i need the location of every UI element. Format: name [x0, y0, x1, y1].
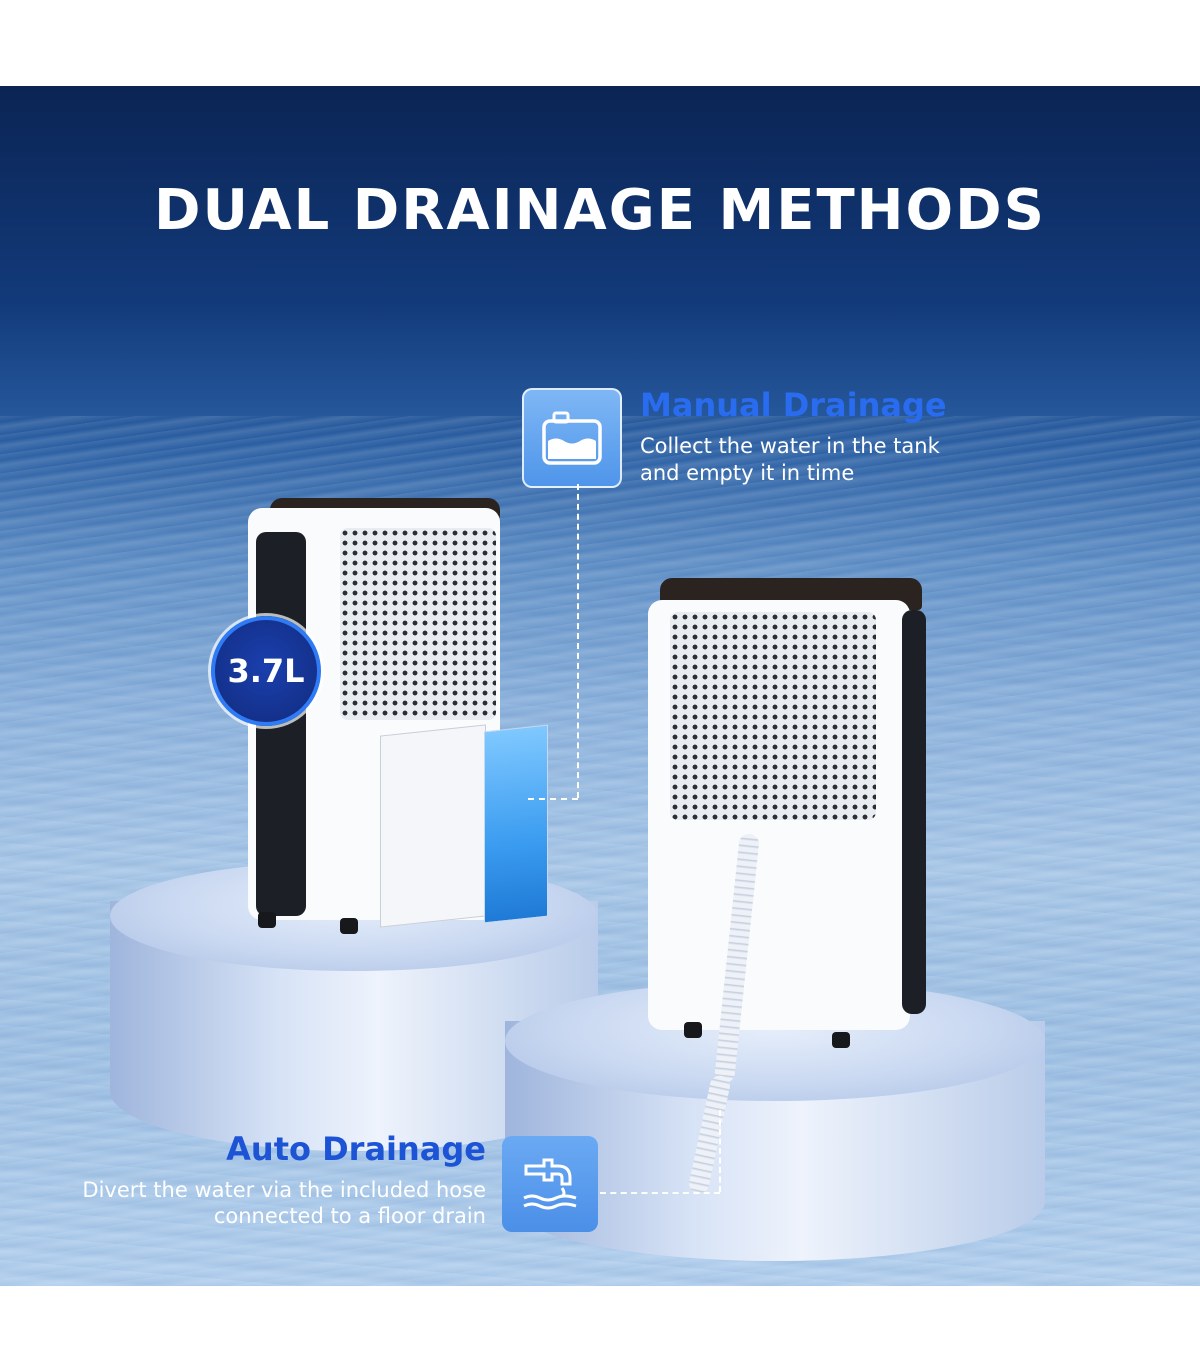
auto-drainage-line1: Divert the water via the included hose [82, 1178, 486, 1202]
auto-drainage-title: Auto Drainage [226, 1130, 486, 1168]
water-tank [484, 724, 548, 924]
dehumidifier-left [248, 498, 548, 934]
wheel [684, 1022, 702, 1038]
wheel [340, 918, 358, 934]
auto-connector [600, 1192, 720, 1194]
auto-connector [719, 1110, 721, 1192]
capacity-badge: 3.7L [211, 616, 321, 726]
dehumidifier-right [648, 578, 926, 1058]
manual-connector [528, 798, 578, 800]
product-banner: DUAL DRAINAGE METHODS 3.7L [0, 86, 1200, 1286]
wheel [832, 1032, 850, 1048]
auto-drainage-icon-box [502, 1136, 598, 1232]
tank-door [380, 724, 486, 928]
air-grille [340, 528, 496, 720]
manual-drainage-line2: and empty it in time [640, 461, 855, 485]
capacity-value: 3.7L [227, 652, 305, 690]
manual-drainage-icon-box [522, 388, 622, 488]
auto-drainage-line2: connected to a floor drain [213, 1204, 486, 1228]
manual-drainage-title: Manual Drainage [640, 386, 947, 424]
page-title: DUAL DRAINAGE METHODS [154, 178, 1046, 243]
water-tank-icon [542, 411, 602, 465]
air-grille [670, 612, 876, 820]
manual-drainage-line1: Collect the water in the tank [640, 434, 940, 458]
drain-pipe-icon [523, 1158, 577, 1210]
manual-connector [577, 484, 579, 798]
wheel [258, 912, 276, 928]
side-vent [902, 610, 926, 1014]
